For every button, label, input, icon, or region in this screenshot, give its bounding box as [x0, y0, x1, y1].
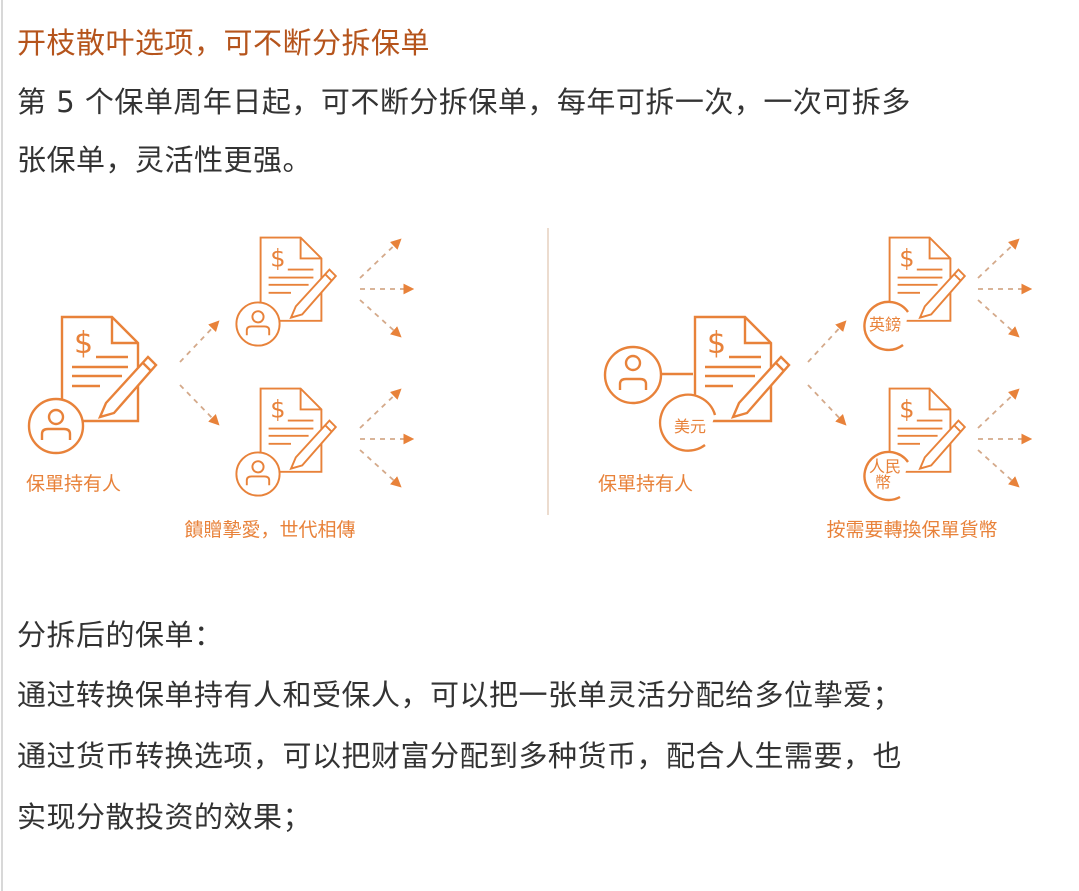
after-line-3: 实现分散投资的效果； — [17, 800, 313, 834]
arrow-icon — [807, 384, 847, 426]
beneficiary-icon — [235, 301, 281, 347]
currency-gbp-label: 英鎊 — [869, 315, 901, 334]
arrow-icon — [179, 384, 220, 426]
left-caption: 饋贈摯愛，世代相傳 — [184, 519, 355, 541]
policy-document-icon — [60, 315, 158, 423]
section-heading: 开枝散叶选项，可不断分拆保单 — [17, 26, 431, 60]
fan-arrows-top-left — [359, 238, 415, 488]
right-holder-label: 保單持有人 — [598, 473, 693, 495]
currency-rmb-icon — [863, 450, 909, 502]
intro-line-2: 张保单，灵活性更强。 — [17, 143, 313, 177]
intro-line-1: 第 5 个保单周年日起，可不断分拆保单，每年可拆一次，一次可拆多 — [17, 85, 911, 119]
currency-usd-icon — [658, 393, 717, 452]
after-line-2: 通过货币转换选项，可以把财富分配到多种货币，配合人生需要，也 — [17, 739, 903, 773]
after-line-1: 通过转换保单持有人和受保人，可以把一张单灵活分配给多位挚爱； — [17, 678, 903, 712]
after-split-title: 分拆后的保单： — [17, 618, 224, 652]
right-caption: 按需要轉換保單貨幣 — [826, 519, 997, 541]
policy-holder-icon — [27, 397, 85, 455]
arrow-icon — [179, 320, 220, 363]
currency-rmb-label-2: 幣 — [875, 473, 891, 492]
currency-usd-label: 美元 — [674, 417, 706, 436]
currency-gbp-icon — [863, 300, 909, 352]
fan-arrows-right — [977, 238, 1033, 488]
beneficiary-icon — [235, 451, 281, 497]
left-holder-label: 保單持有人 — [26, 473, 121, 495]
arrow-icon — [807, 320, 847, 363]
left-border — [1, 0, 3, 891]
currency-rmb-label: 人民 — [869, 457, 901, 476]
